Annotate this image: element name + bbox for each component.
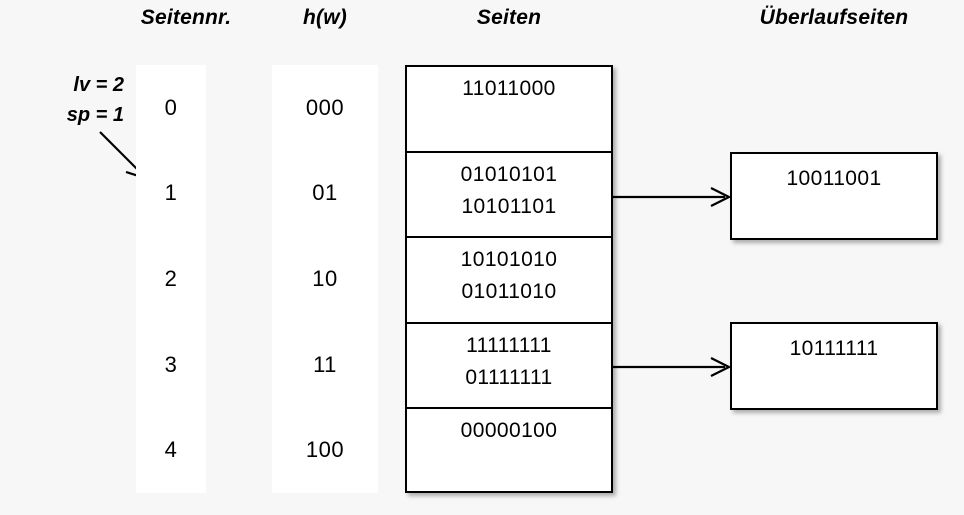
hw-column: 000 01 10 11 100 — [272, 65, 378, 493]
column-header-ueberlaufseiten: Überlaufseiten — [759, 6, 909, 29]
page-entry: 10101010 — [460, 248, 558, 272]
hw-cell: 01 — [312, 180, 338, 206]
overflow-page-box: 10111111 — [730, 322, 938, 410]
column-header-hw: h(w) — [303, 6, 347, 29]
page-row: 11011000 — [407, 67, 611, 153]
seitennr-column: 0 1 2 3 4 — [136, 65, 206, 493]
column-header-seitennr: Seitennr. — [140, 6, 232, 29]
page-entry: 01111111 — [465, 365, 553, 389]
pages-table: 11011000 01010101 10101101 10101010 0101… — [405, 65, 613, 493]
overflow-page-entry: 10011001 — [786, 167, 882, 190]
page-row: 00000100 — [407, 409, 611, 495]
hw-cell: 100 — [305, 437, 345, 463]
column-header-seiten: Seiten — [476, 6, 542, 29]
overflow-page-box: 10011001 — [730, 152, 938, 240]
overflow-page-entry: 10111111 — [789, 337, 879, 360]
overflow-connector-arrow-icon — [611, 187, 732, 207]
page-entry: 11111111 — [466, 333, 552, 357]
seitennr-cell: 1 — [164, 180, 178, 206]
hw-cell: 11 — [313, 351, 337, 377]
page-row: 11111111 01111111 — [407, 324, 611, 410]
seitennr-cell: 4 — [164, 437, 178, 463]
param-sp: sp = 1 — [66, 104, 124, 126]
page-entry: 10101101 — [461, 194, 557, 218]
hw-cell: 10 — [312, 265, 338, 291]
page-entry: 11011000 — [462, 77, 556, 100]
hw-cell: 000 — [305, 94, 345, 120]
page-entry: 00000100 — [460, 419, 558, 443]
parameter-annotation: lv = 2 sp = 1 — [12, 70, 124, 130]
page-row: 01010101 10101101 — [407, 153, 611, 239]
seitennr-cell: 0 — [164, 94, 178, 120]
seitennr-cell: 3 — [164, 351, 178, 377]
page-row: 10101010 01011010 — [407, 238, 611, 324]
param-lv: lv = 2 — [73, 74, 124, 96]
page-entry: 01011010 — [461, 280, 557, 304]
seitennr-cell: 2 — [164, 265, 178, 291]
page-entry: 01010101 — [460, 162, 558, 186]
overflow-connector-arrow-icon — [611, 357, 732, 377]
